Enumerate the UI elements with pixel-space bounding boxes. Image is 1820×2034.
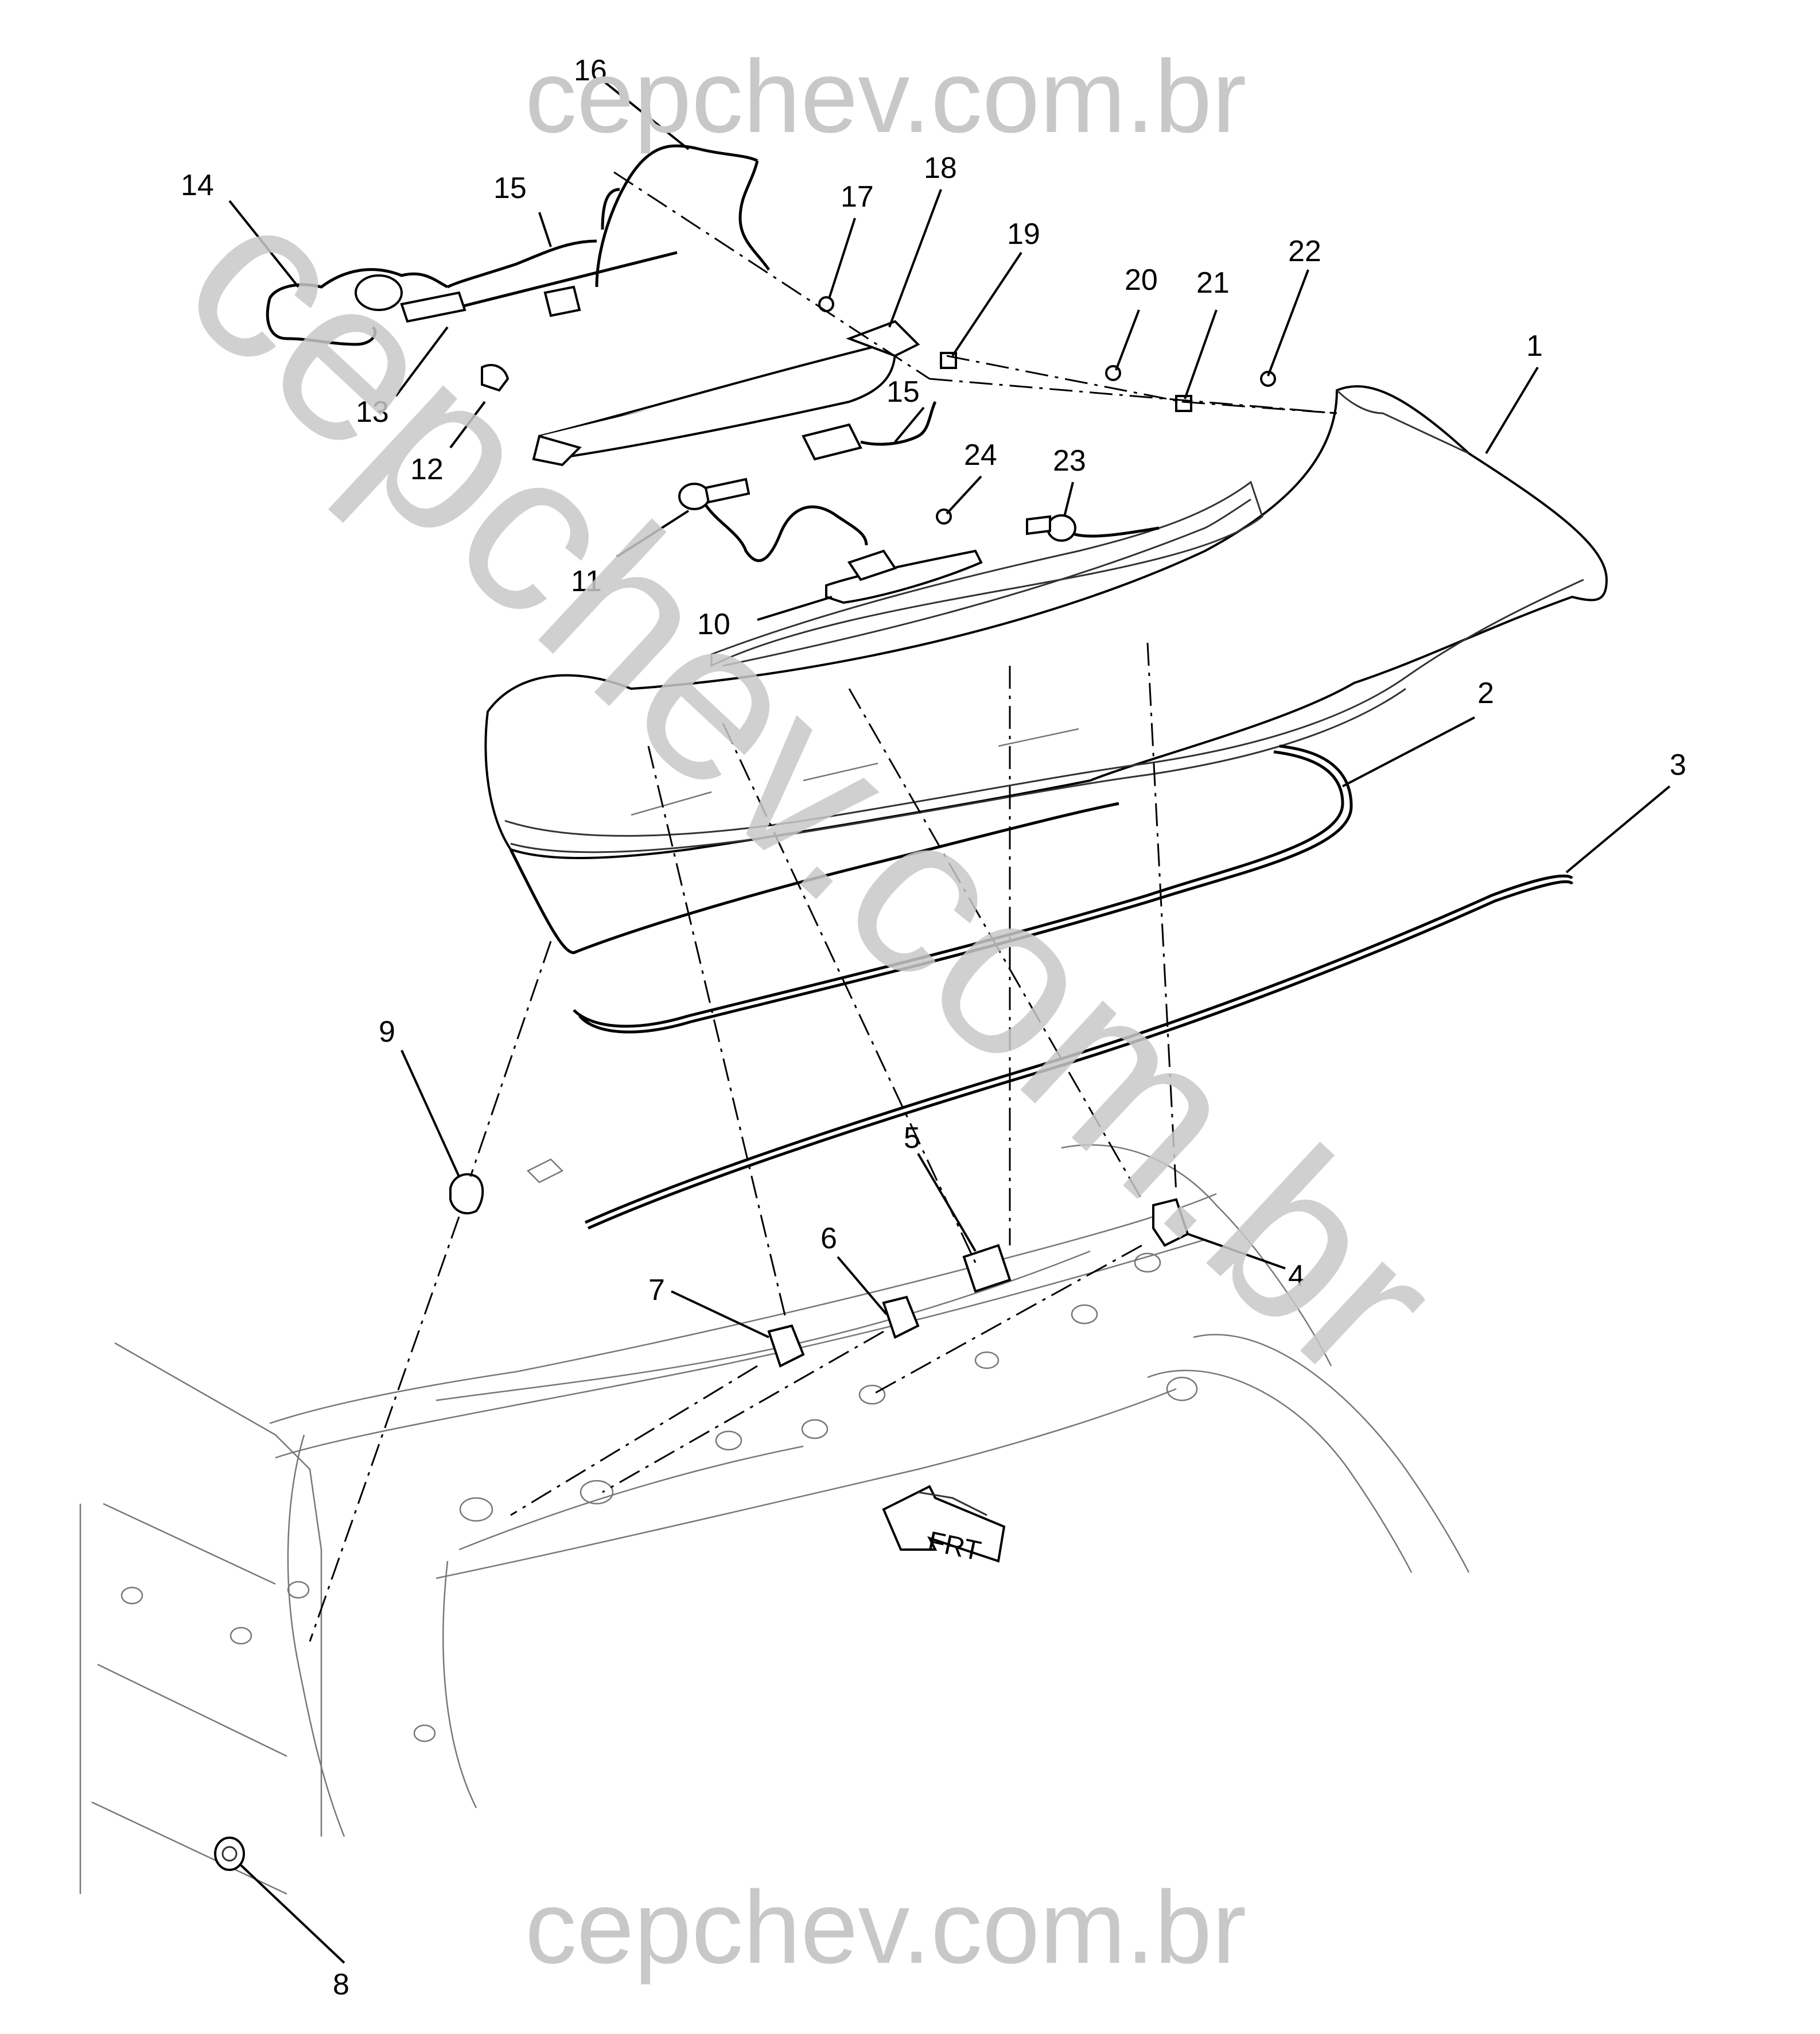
callout-16: 16 bbox=[574, 54, 607, 87]
callout-20: 20 bbox=[1125, 263, 1158, 297]
callout-labels: 1 2 3 4 5 6 7 8 9 10 11 12 13 14 15 15 1… bbox=[181, 54, 1686, 2001]
callout-14: 14 bbox=[181, 169, 214, 202]
wiring-harness bbox=[266, 144, 771, 392]
callout-8: 8 bbox=[333, 1968, 349, 2001]
callout-12: 12 bbox=[410, 453, 444, 486]
callout-3: 3 bbox=[1670, 748, 1686, 782]
vehicle-body-structure bbox=[79, 1144, 1470, 1895]
watermark-bottom: cepchev.com.br bbox=[525, 1870, 1246, 1985]
callout-1: 1 bbox=[1526, 329, 1543, 363]
weatherstrip bbox=[584, 874, 1574, 1230]
callout-13: 13 bbox=[356, 395, 389, 429]
callout-19: 19 bbox=[1007, 218, 1040, 251]
bumper-stops-and-clips bbox=[214, 1173, 1189, 1871]
callout-18: 18 bbox=[924, 152, 957, 185]
callout-15b: 15 bbox=[886, 375, 920, 409]
camera-and-lamps bbox=[678, 401, 1251, 667]
callout-2: 2 bbox=[1477, 677, 1494, 710]
callout-17: 17 bbox=[841, 180, 874, 214]
high-mount-stop-lamp bbox=[532, 320, 920, 467]
callout-5: 5 bbox=[904, 1121, 920, 1155]
callout-15: 15 bbox=[493, 172, 527, 205]
callout-24: 24 bbox=[964, 438, 997, 472]
callout-7: 7 bbox=[648, 1274, 665, 1307]
callout-22: 22 bbox=[1288, 235, 1321, 268]
leader-lines bbox=[228, 79, 1671, 1964]
spoiler-assembly bbox=[484, 385, 1608, 954]
alignment-lines bbox=[309, 171, 1337, 1642]
callout-11: 11 bbox=[571, 565, 602, 598]
callout-10: 10 bbox=[697, 608, 730, 641]
front-direction-arrow: FRT bbox=[882, 1485, 1006, 1567]
callout-6: 6 bbox=[820, 1222, 837, 1255]
callout-9: 9 bbox=[379, 1015, 395, 1049]
callout-4: 4 bbox=[1288, 1259, 1305, 1292]
callout-21: 21 bbox=[1196, 266, 1230, 300]
callout-23: 23 bbox=[1053, 444, 1086, 478]
watermark-top: cepchev.com.br bbox=[525, 39, 1246, 154]
watermark-diagonal: cepchev.com.br bbox=[138, 146, 1486, 1429]
spoiler-seal bbox=[573, 744, 1353, 1034]
